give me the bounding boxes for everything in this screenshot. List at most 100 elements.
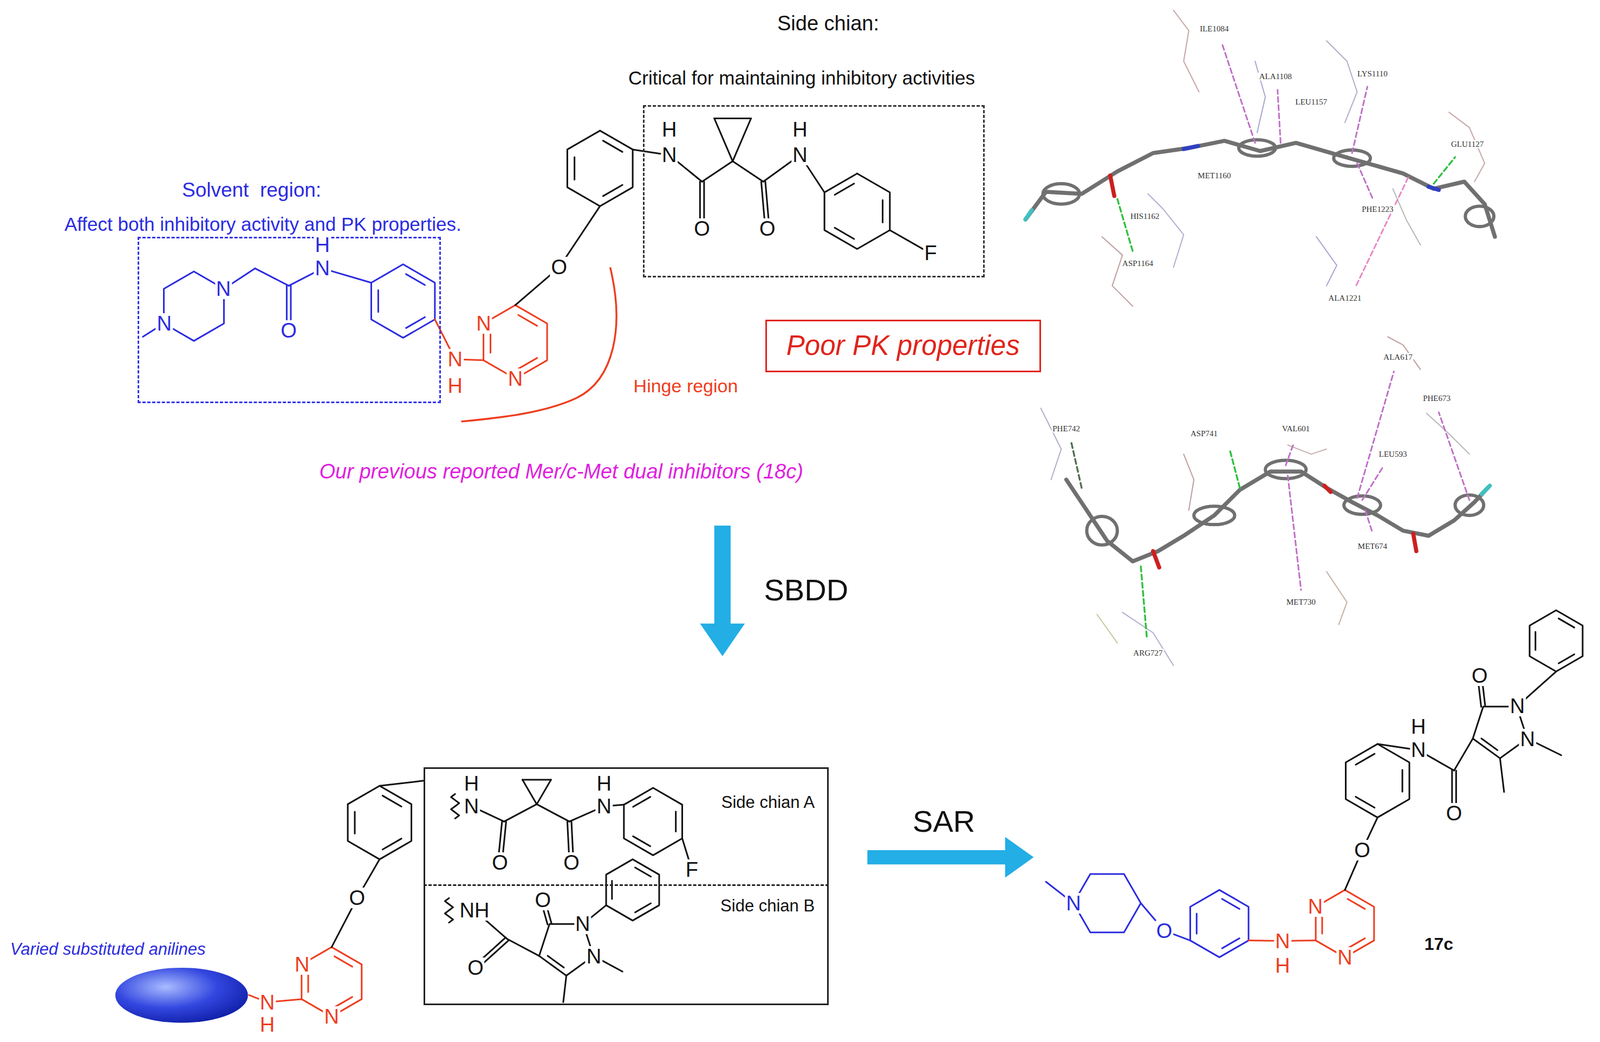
stick <box>1025 210 1032 220</box>
atom-label: N <box>446 348 464 370</box>
bond <box>371 264 435 338</box>
stick <box>1153 550 1160 568</box>
stick <box>1481 485 1490 494</box>
atom-label: O <box>1155 920 1174 941</box>
atom-label: N <box>155 313 173 334</box>
residue-label: ALA617 <box>1382 353 1414 362</box>
atom-label: O <box>550 256 569 278</box>
atom-label: N <box>258 991 276 1013</box>
stick <box>1448 112 1485 182</box>
stick <box>1173 10 1200 93</box>
compound-caption: Our previous reported Mer/c-Met dual inh… <box>319 460 803 482</box>
bond <box>635 902 652 913</box>
interaction-line <box>1140 566 1147 639</box>
stick <box>1096 614 1118 643</box>
stick <box>1183 453 1194 511</box>
residue-label: ILE1084 <box>1198 24 1230 33</box>
aniline-ellipse: Varied substituted anilines <box>114 966 250 1024</box>
atom-label: NH <box>458 899 491 921</box>
residue-label: GLU1127 <box>1449 139 1485 148</box>
atom-label: O <box>1353 839 1372 861</box>
region-note: Critical for maintaining inhibitory acti… <box>628 67 975 89</box>
region-heading: Side chian: <box>777 12 880 37</box>
atom-label: N <box>574 913 591 934</box>
bond <box>602 184 623 197</box>
atom-label: O <box>490 851 510 873</box>
stick <box>1122 612 1174 666</box>
structures <box>142 118 1583 1016</box>
bond <box>1558 618 1575 628</box>
bond <box>377 290 380 312</box>
ring-stick <box>1465 205 1494 227</box>
stick <box>1426 413 1470 454</box>
interaction-line <box>1433 157 1456 184</box>
hinge-curve <box>461 267 617 421</box>
stick <box>1316 236 1337 286</box>
atom-label: N <box>215 278 232 299</box>
stick <box>1324 485 1331 492</box>
bond <box>536 803 570 822</box>
interaction-line <box>1351 86 1368 153</box>
note-text: Poor PK properties <box>786 329 1020 362</box>
interaction-line <box>1357 163 1373 198</box>
atom-label: O <box>758 218 777 239</box>
bond <box>834 183 855 195</box>
stick <box>1147 193 1184 268</box>
bond <box>1073 873 1141 933</box>
bond <box>1558 653 1575 663</box>
stick <box>1288 444 1328 454</box>
bond <box>1454 738 1474 771</box>
atom-label: H <box>595 772 613 794</box>
panel-label: Side chian B <box>720 896 815 916</box>
interaction-line <box>1355 177 1409 288</box>
residue-label: MET730 <box>1285 597 1317 607</box>
atom-label: H <box>1409 716 1427 737</box>
bond <box>1321 913 1324 934</box>
bond <box>1347 898 1365 909</box>
residue-label: PHE1223 <box>1360 205 1395 214</box>
atom-label: N <box>1409 739 1427 760</box>
atom-label: F <box>923 242 939 264</box>
panel-label: Side chian A <box>721 792 815 813</box>
residue-label: MET1160 <box>1196 171 1232 180</box>
atom-label: N <box>595 795 613 817</box>
stick <box>1102 236 1134 307</box>
interaction-line <box>1229 449 1240 489</box>
bond <box>674 811 677 832</box>
interaction-line <box>1117 198 1133 251</box>
bond <box>834 227 855 239</box>
atom-label: H <box>1273 954 1291 976</box>
bond <box>255 268 289 286</box>
atom-label: O <box>279 320 298 341</box>
atom-label: N <box>314 257 331 279</box>
stick <box>1413 533 1417 551</box>
bond <box>635 867 652 877</box>
arrow-label: SBDD <box>764 574 849 606</box>
atom-label: H <box>660 119 678 140</box>
bond <box>1189 889 1249 957</box>
bond <box>536 779 551 804</box>
sbdd-arrow-head <box>699 623 745 656</box>
residue-label: VAL601 <box>1280 424 1311 433</box>
bond <box>406 316 426 328</box>
ring-stick <box>1238 139 1276 156</box>
ring-stick <box>1193 505 1235 525</box>
ring-stick <box>1086 516 1118 545</box>
bond <box>489 330 492 353</box>
atom-label: N <box>660 144 678 166</box>
region-note: Affect both inhibitory activity and PK p… <box>64 212 462 235</box>
atom-label: N <box>475 313 492 334</box>
interaction-line <box>1288 475 1302 590</box>
bond <box>518 358 538 369</box>
interaction-line <box>1222 44 1255 143</box>
bond <box>382 838 402 850</box>
bond <box>354 811 356 834</box>
bond <box>1355 753 1375 765</box>
atom-label: H <box>446 375 464 396</box>
residue-label: ASP1164 <box>1121 258 1155 268</box>
bond <box>606 859 660 921</box>
bond <box>444 897 453 922</box>
bond <box>610 880 613 899</box>
residue-label: LEU593 <box>1377 450 1409 459</box>
bond <box>1499 757 1505 792</box>
